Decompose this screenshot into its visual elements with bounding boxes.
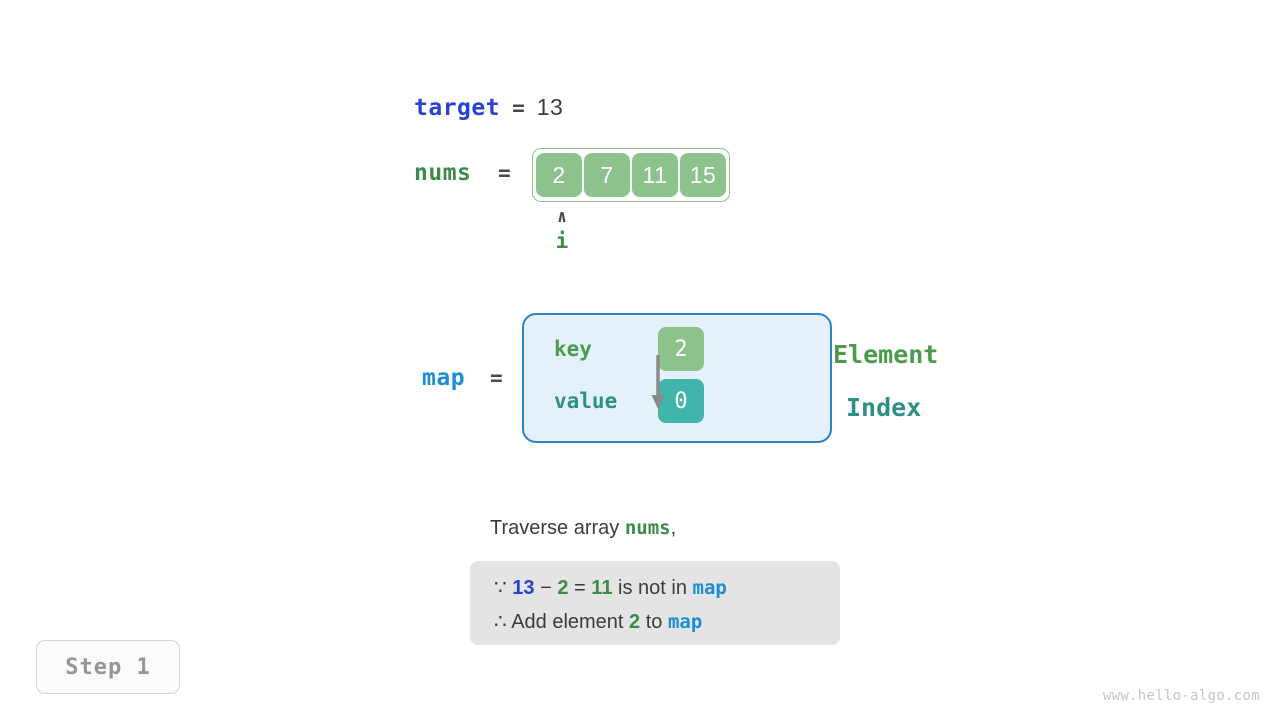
map-key-row: key 2 <box>554 327 704 371</box>
explain-line2-pre-text: Add element <box>511 611 630 633</box>
map-value-cell[interactable]: 0 <box>658 379 704 423</box>
nums-equals-sign: = <box>498 161 511 185</box>
map-key-label: key <box>554 337 592 361</box>
explain-line1-mid-text: is not in <box>612 577 693 599</box>
caret-up-icon: ∧ <box>556 207 568 227</box>
traverse-caption: Traverse array nums, <box>490 517 676 540</box>
explain-line2-mid-text: to <box>640 611 668 633</box>
array-cell-1[interactable]: 7 <box>584 153 630 197</box>
map-container: key 2 value 0 <box>522 313 832 443</box>
explanation-line-1: ∵ 13 − 2 = 11 is not in map <box>494 571 816 605</box>
step-badge: Step 1 <box>36 640 180 694</box>
map-value-label: value <box>554 389 618 413</box>
target-variable-row: target = 13 <box>414 94 563 121</box>
nums-variable-name: nums <box>414 160 472 186</box>
index-pointer-label: i <box>555 229 569 253</box>
because-symbol: ∵ <box>494 577 507 599</box>
traverse-nums-token: nums <box>624 517 671 539</box>
explain-line2-map-token: map <box>667 611 703 633</box>
traverse-suffix-text: , <box>670 517 677 539</box>
explanation-line-2: ∴ Add element 2 to map <box>494 605 816 639</box>
map-variable-row: map = <box>422 365 503 391</box>
explain-element-value: 2 <box>557 577 569 599</box>
map-element-side-label: Element <box>833 340 939 369</box>
explain-target-value: 13 <box>512 577 535 599</box>
array-cell-2[interactable]: 11 <box>632 153 678 197</box>
traverse-prefix-text: Traverse array <box>490 517 625 539</box>
nums-variable-row: nums = <box>414 160 511 186</box>
explain-minus-sign: − <box>540 577 552 599</box>
explain-line1-map-token: map <box>692 577 727 599</box>
map-key-cell[interactable]: 2 <box>658 327 704 371</box>
array-cell-0[interactable]: 2 <box>536 153 582 197</box>
explain-line2-element-value: 2 <box>629 611 641 633</box>
map-value-row: value 0 <box>554 379 704 423</box>
explain-result-value: 11 <box>591 577 613 599</box>
watermark: www.hello-algo.com <box>1102 688 1260 704</box>
therefore-symbol: ∴ <box>494 611 507 633</box>
target-equals-sign: = <box>512 96 525 120</box>
explanation-box: ∵ 13 − 2 = 11 is not in map ∴ Add elemen… <box>470 561 840 645</box>
target-variable-name: target <box>414 95 501 121</box>
index-pointer: ∧ i <box>548 208 576 256</box>
map-equals-sign: = <box>490 366 503 390</box>
array-cell-3[interactable]: 15 <box>680 153 726 197</box>
map-index-side-label: Index <box>846 393 922 422</box>
array-container: 2 7 11 15 <box>532 148 730 202</box>
map-variable-name: map <box>422 365 466 391</box>
target-value: 13 <box>536 94 564 120</box>
explain-equals-sign: = <box>574 577 586 599</box>
